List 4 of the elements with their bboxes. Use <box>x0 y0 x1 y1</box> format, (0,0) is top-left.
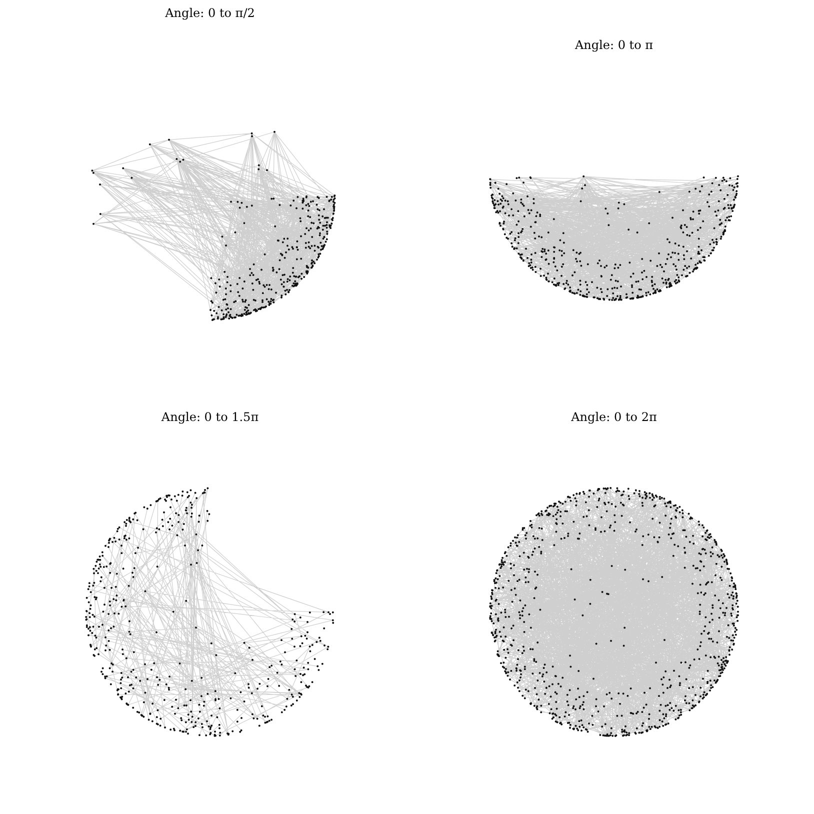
panel-title: Angle: 0 to π/2 <box>165 6 255 20</box>
panel-title: Angle: 0 to π <box>574 38 654 52</box>
panel-title: Angle: 0 to 1.5π <box>161 410 259 424</box>
panel-title: Angle: 0 to 2π <box>571 410 657 424</box>
